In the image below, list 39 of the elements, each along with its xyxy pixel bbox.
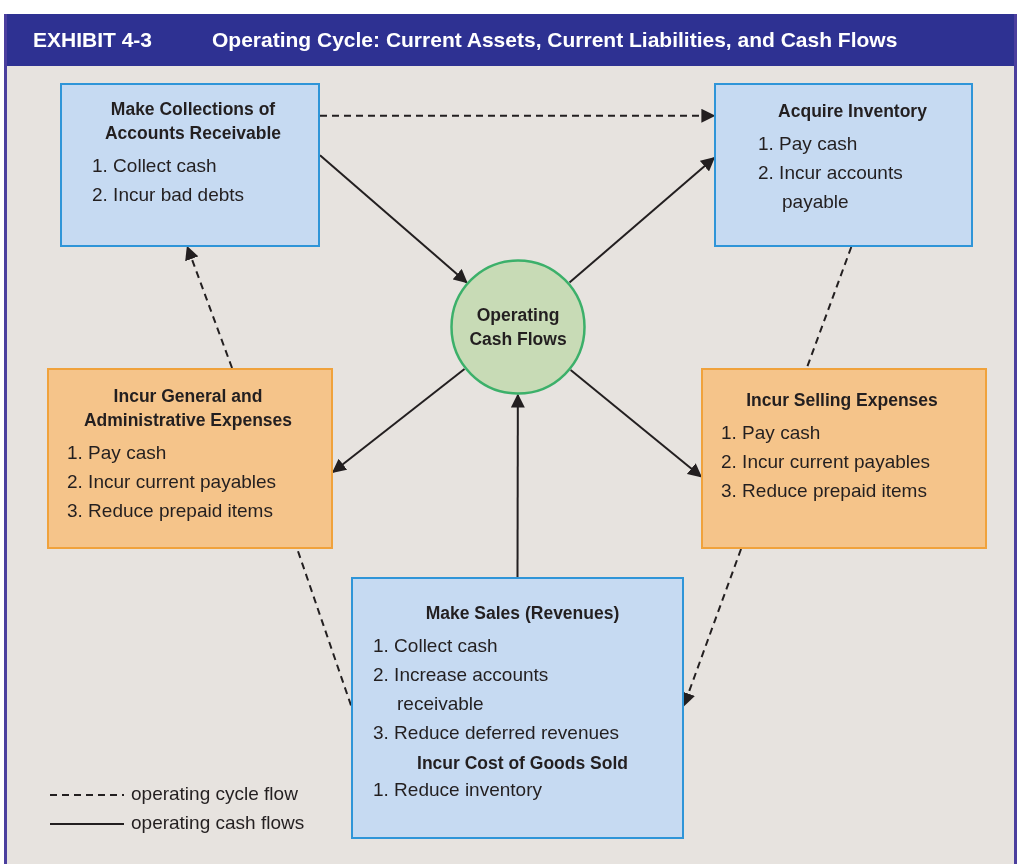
arrow [569, 369, 703, 478]
legend-text: operating cycle flow [131, 783, 298, 805]
node-heading: Incur Cost of Goods Sold [416, 752, 629, 775]
list-item: 3. Reduce prepaid items [721, 479, 928, 503]
legend-text: operating cash flows [131, 812, 305, 834]
list-item: 1. Pay cash [721, 421, 822, 445]
node-heading: Acquire Inventory [777, 100, 928, 123]
node-heading: Operating Cash Flows [468, 304, 568, 351]
arrow [185, 245, 234, 369]
list-item: 2. Incur accounts payable [758, 161, 904, 214]
circle-node [450, 259, 586, 395]
list-item: 3. Reduce deferred revenues [373, 721, 621, 745]
process-box [351, 577, 684, 839]
node-heading: Make Sales (Revenues) [424, 602, 621, 625]
expense-box [47, 368, 333, 549]
arrow [510, 393, 525, 578]
arrow [319, 154, 468, 284]
node-heading: Make Collections of Accounts Receivable [103, 98, 282, 145]
list-item: 1. Collect cash [373, 634, 499, 658]
connector-line [805, 246, 853, 369]
list-item: 1. Pay cash [758, 132, 859, 156]
list-item: 2. Incur bad debts [92, 183, 246, 207]
list-item: 2. Incur current payables [67, 470, 278, 494]
exhibit-title: Operating Cycle: Current Assets, Current Liabilities, and Cash Flows [212, 28, 898, 52]
list-item: 1. Reduce inventory [373, 778, 543, 802]
list-item: 1. Collect cash [92, 154, 218, 178]
list-item: 2. Increase accounts receivable [373, 663, 550, 716]
arrow [319, 108, 716, 123]
node-heading: Incur General and Administrative Expenses [82, 385, 294, 432]
process-box [714, 83, 973, 247]
process-box [60, 83, 320, 247]
arrow [568, 156, 716, 284]
list-item: 2. Incur current payables [721, 450, 932, 474]
exhibit-number: EXHIBIT 4-3 [33, 28, 153, 52]
list-item: 1. Pay cash [67, 441, 168, 465]
expense-box [701, 368, 987, 549]
node-heading: Incur Selling Expenses [745, 389, 939, 412]
connector-line [296, 548, 352, 707]
list-item: 3. Reduce prepaid items [67, 499, 274, 523]
